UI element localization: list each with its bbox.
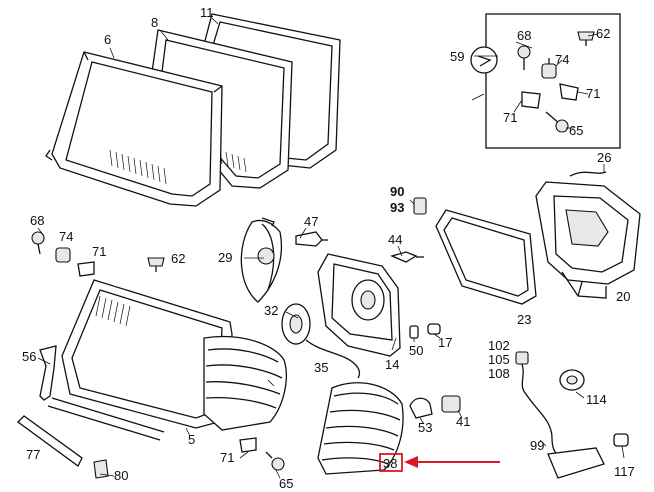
label-20: 20 <box>616 289 630 304</box>
socket-90-93 <box>413 197 427 215</box>
label-71-left: 71 <box>92 244 106 259</box>
turn-signal-lens-38 <box>317 382 404 475</box>
label-114: 114 <box>586 392 607 407</box>
housing-20 <box>535 181 641 299</box>
clip-62-left <box>147 257 165 272</box>
bulb-44 <box>390 251 424 263</box>
clip-71-top-left <box>521 91 541 109</box>
reflector-cover-29 <box>240 217 282 303</box>
label-14: 14 <box>385 357 399 372</box>
socket-41 <box>441 395 461 413</box>
screw-65-bottom <box>265 451 285 471</box>
bulb-50 <box>409 325 419 339</box>
clip-62-top <box>577 31 595 46</box>
label-80: 80 <box>114 468 128 483</box>
trim-56 <box>39 345 57 401</box>
bulb-53 <box>409 397 433 419</box>
label-71-bottom: 71 <box>220 450 234 465</box>
label-65-top: 65 <box>569 123 583 138</box>
label-65-bottom: 65 <box>279 476 293 491</box>
label-102: 102 <box>488 338 510 353</box>
label-6: 6 <box>104 32 111 47</box>
label-35: 35 <box>314 360 328 375</box>
highlight-box-38 <box>379 453 403 472</box>
label-41: 41 <box>456 414 470 429</box>
label-68-left: 68 <box>30 213 44 228</box>
rod-77 <box>17 415 83 467</box>
label-44: 44 <box>388 232 402 247</box>
bulb-17 <box>427 323 441 335</box>
label-71-top-left: 71 <box>503 110 517 125</box>
clip-71-bottom <box>239 437 257 453</box>
label-93: 93 <box>390 200 404 215</box>
label-56: 56 <box>22 349 36 364</box>
grommet-114 <box>559 369 585 391</box>
connector-102-105-108 <box>515 351 529 395</box>
label-62-left: 62 <box>171 251 185 266</box>
seal-23 <box>435 209 537 305</box>
clip-80 <box>93 459 109 479</box>
label-68-top: 68 <box>517 28 531 43</box>
cable-99 <box>525 393 605 479</box>
label-74-left: 74 <box>59 229 73 244</box>
screw-68-left <box>31 231 45 255</box>
screw-65-top <box>545 111 569 133</box>
label-23: 23 <box>517 312 531 327</box>
label-62-top: 62 <box>596 26 610 41</box>
label-47: 47 <box>304 214 318 229</box>
label-17: 17 <box>438 335 452 350</box>
wire-26 <box>569 171 607 177</box>
label-74-top: 74 <box>555 52 569 67</box>
clip-71-top-right <box>559 83 579 101</box>
nut-74-top <box>541 58 557 79</box>
label-90: 90 <box>390 184 404 199</box>
label-53: 53 <box>418 420 432 435</box>
highlight-arrow <box>404 456 500 468</box>
clip-71-left <box>77 261 95 277</box>
label-105: 105 <box>488 352 510 367</box>
label-5: 5 <box>188 432 195 447</box>
fastener-kit-box <box>485 13 621 149</box>
label-59: 59 <box>450 49 464 64</box>
motor-32 <box>281 303 311 345</box>
label-99: 99 <box>530 438 544 453</box>
label-71-top-right: 71 <box>586 86 600 101</box>
label-77: 77 <box>26 447 40 462</box>
lamp-117 <box>613 433 629 447</box>
cable-35 <box>305 339 361 379</box>
screw-68-top <box>517 45 531 70</box>
label-32: 32 <box>264 303 278 318</box>
lens-6 <box>45 51 223 207</box>
label-108: 108 <box>488 366 510 381</box>
clip-59 <box>470 46 498 74</box>
label-8: 8 <box>151 15 158 30</box>
label-26: 26 <box>597 150 611 165</box>
label-50: 50 <box>409 343 423 358</box>
headlamp-housing-14 <box>317 253 401 357</box>
nut-74-left <box>55 247 71 263</box>
label-117: 117 <box>614 464 635 479</box>
label-38[interactable]: 38 <box>383 456 397 471</box>
label-29: 29 <box>218 250 232 265</box>
bulb-47 <box>295 231 328 247</box>
label-11: 11 <box>200 5 214 20</box>
lower-headlamp-5 <box>47 279 287 441</box>
